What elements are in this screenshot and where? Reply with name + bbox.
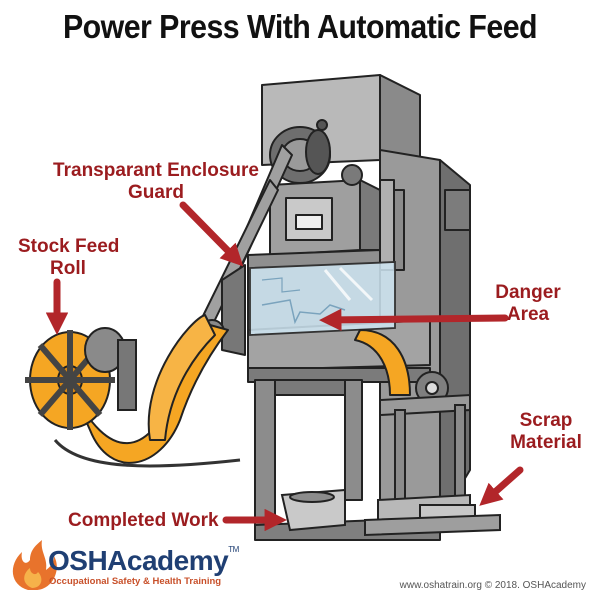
stock-strip xyxy=(69,314,411,464)
completed-work-tray xyxy=(280,488,346,532)
logo-name: OSHAcademy xyxy=(48,545,229,576)
label-completed-work: Completed Work xyxy=(68,510,219,531)
transparent-enclosure-guard xyxy=(249,261,396,336)
logo-trademark: TM xyxy=(228,545,239,554)
label-scrap-material: Scrap Material xyxy=(510,410,582,453)
label-danger-area: Danger Area xyxy=(495,282,561,325)
copyright: www.oshatrain.org © 2018. OSHAcademy xyxy=(399,580,586,591)
label-stock-feed-roll: Stock Feed Roll xyxy=(18,236,120,279)
scrap-stand xyxy=(364,371,501,537)
flame-icon xyxy=(12,540,57,590)
logo-tagline: Occupational Safety & Health Training xyxy=(49,576,222,587)
stock-feed-roll xyxy=(25,327,241,468)
label-transparent-enclosure-guard: Transparant Enclosure Guard xyxy=(53,160,259,203)
page-title: Power Press With Automatic Feed xyxy=(62,8,538,45)
logo: OSHAcademyTM xyxy=(48,545,239,577)
arrow-icon xyxy=(45,201,524,532)
